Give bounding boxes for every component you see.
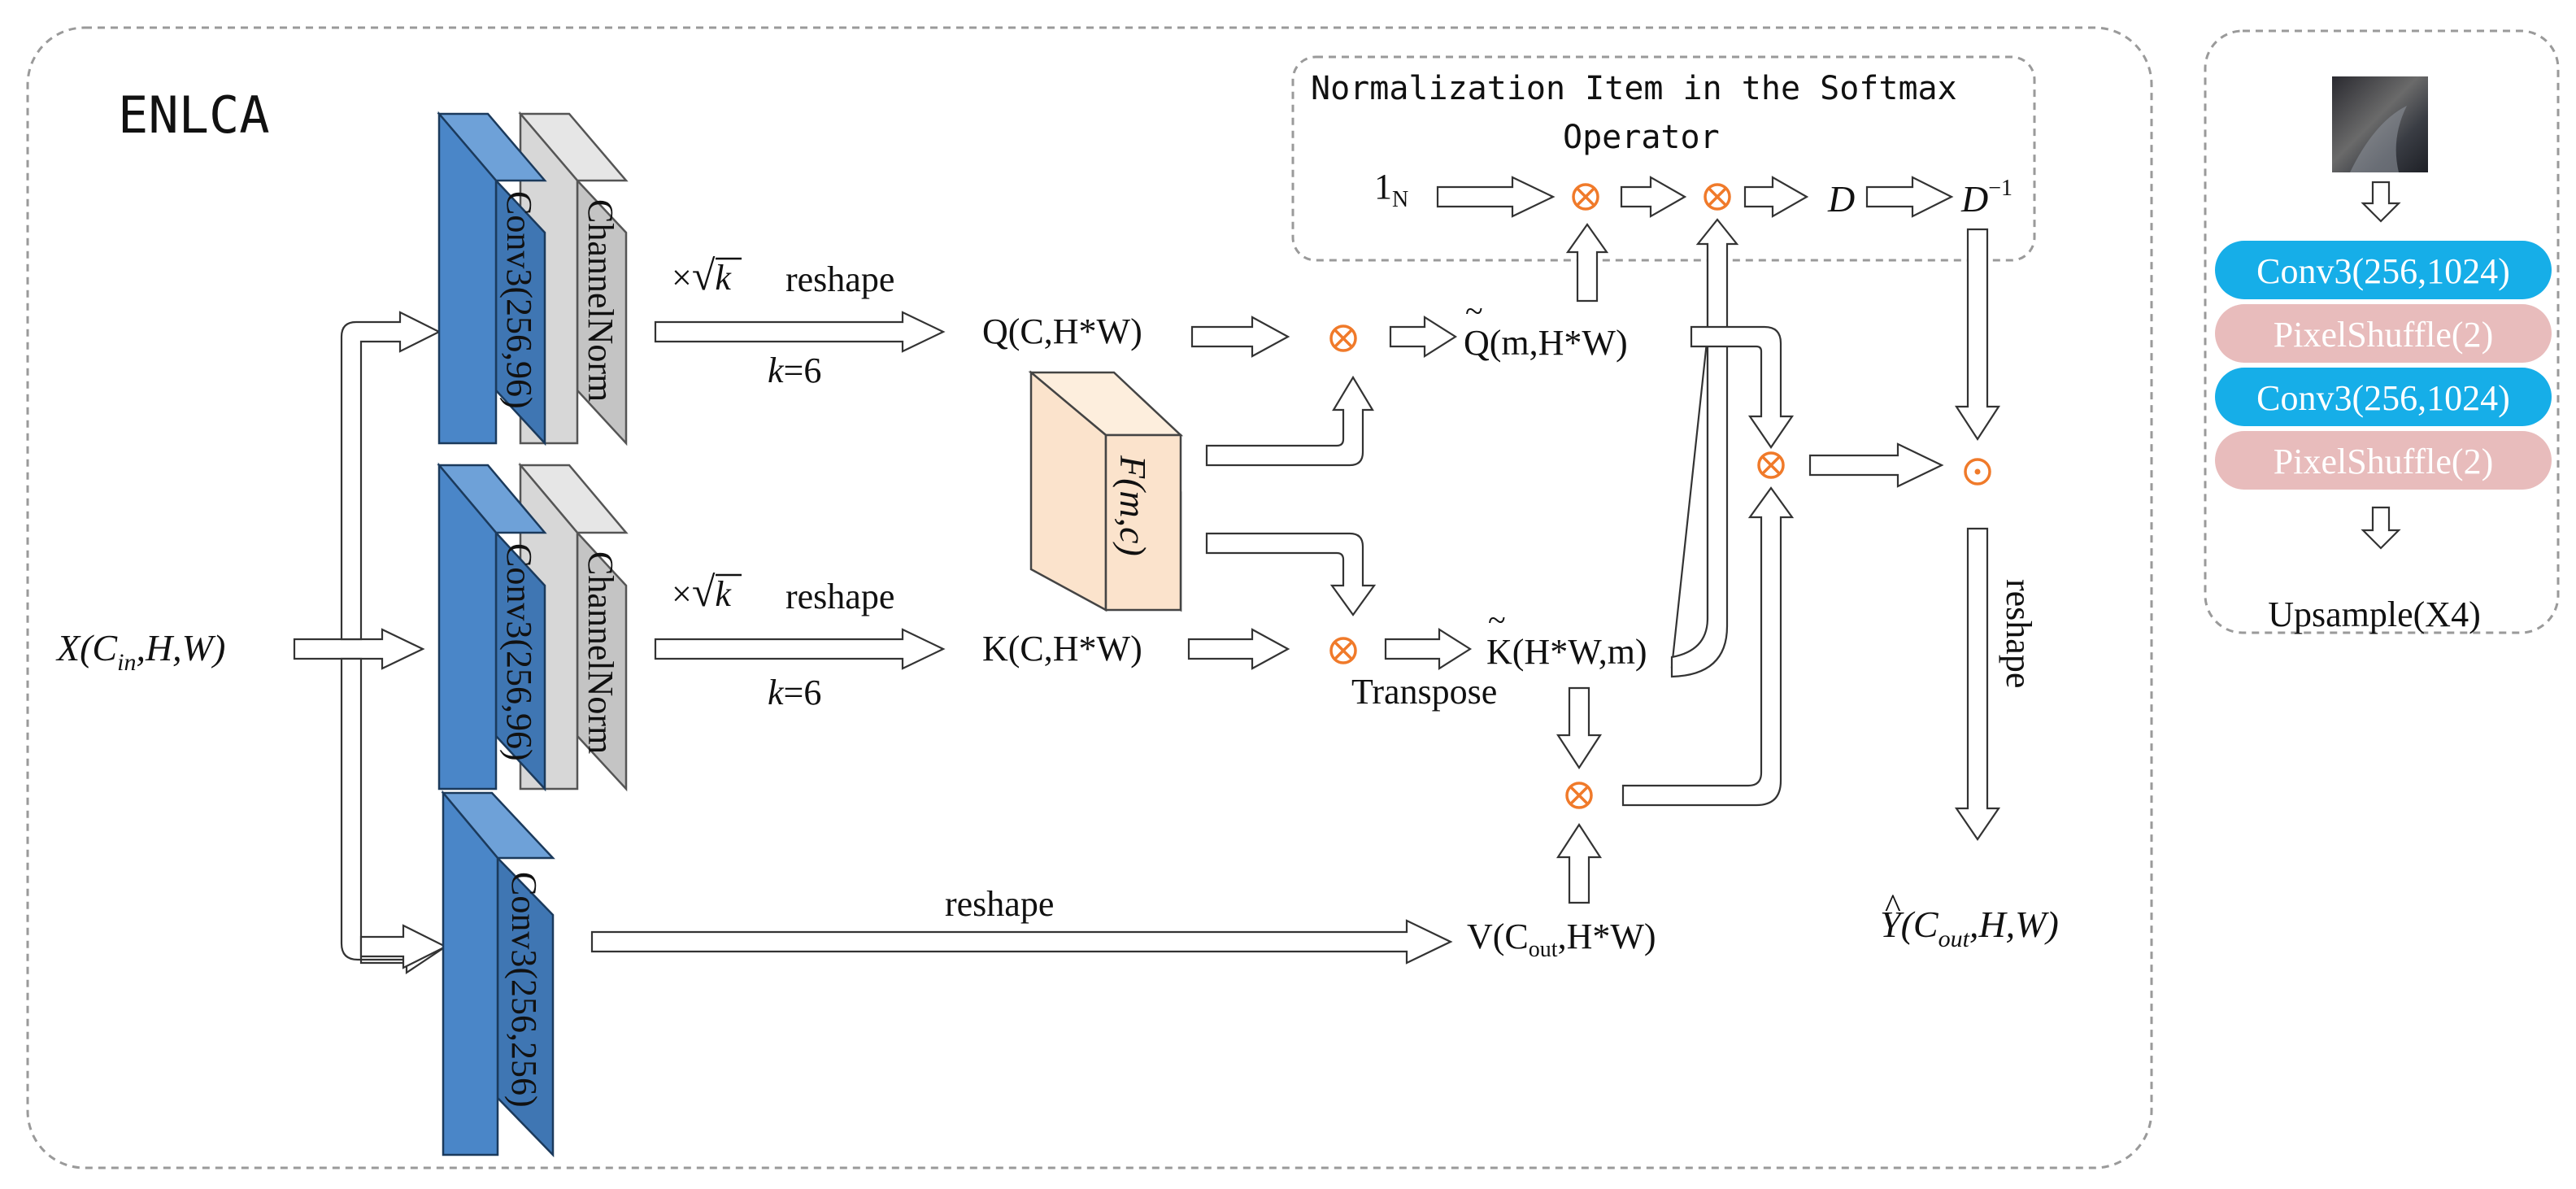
- upsample-panel: [2204, 29, 2560, 634]
- q-to-mul-arrow: [1190, 316, 1290, 358]
- v-reshape: reshape: [945, 884, 1054, 924]
- d-label: D: [1827, 178, 1855, 220]
- conv-k-block: [437, 462, 629, 792]
- ones-arrow: [1436, 176, 1556, 218]
- enlca-title: ENLCA: [118, 85, 270, 145]
- f-block: [1028, 370, 1184, 612]
- output-hat: ^: [1885, 888, 1901, 926]
- q-tilde-label: Q(m,H*W): [1464, 323, 1628, 363]
- k-label: K(C,H*W): [982, 629, 1142, 669]
- norm-mul-2: [1704, 183, 1731, 211]
- upsample-label: Upsample(X4): [2268, 594, 2481, 634]
- mul-to-k-tilde: [1384, 628, 1473, 670]
- f-label: F(m,c): [1112, 455, 1154, 556]
- mul-q-op: [1329, 324, 1357, 352]
- upsample-conv-1: [2215, 241, 2552, 299]
- k-tilde-down-arrow: [1556, 686, 1603, 770]
- input-arrow: [293, 628, 425, 670]
- mul-to-dot-arrow: [1808, 442, 1944, 488]
- k-tilde-mark: ~: [1488, 602, 1506, 638]
- upsample-shuffle-1-label: PixelShuffle(2): [2274, 315, 2494, 355]
- normalization-panel: [1291, 55, 2036, 262]
- q-tilde-down-arrow: [1690, 325, 1795, 449]
- q-reshape-arrow: [654, 311, 946, 353]
- v-label: V(Cout,H*W): [1467, 917, 1656, 962]
- upsample-shuffle-2-label: PixelShuffle(2): [2274, 442, 2494, 481]
- k-k-eq: k=6: [768, 673, 821, 712]
- conv-k-label: Conv3(256,96): [499, 543, 539, 761]
- k-reshape-arrow: [654, 628, 946, 670]
- norm-to-d-arrow: [1743, 176, 1809, 218]
- mul-k-op: [1329, 637, 1357, 664]
- v-up-arrow: [1556, 822, 1603, 904]
- q-tilde-up-arrow: [1565, 223, 1609, 303]
- enlca-panel: [26, 26, 2153, 1169]
- mul-to-q-tilde: [1389, 316, 1458, 358]
- norm-q-label: ChannelNorm: [581, 199, 620, 402]
- upsample-down-arrow: [2361, 506, 2401, 550]
- upsample-shuffle-2: [2215, 431, 2552, 490]
- kv-to-mul-arrow: [1621, 486, 1795, 807]
- upsample-shuffle-1: [2215, 304, 2552, 363]
- fork-to-conv-v: [340, 657, 446, 975]
- q-label: Q(C,H*W): [982, 311, 1142, 351]
- v-reshape-arrow: [590, 919, 1453, 965]
- upsample-conv-2-label: Conv3(256,1024): [2256, 378, 2510, 418]
- d-inv-label: D−1: [1960, 176, 2012, 220]
- k-scale: ×√k: [672, 569, 732, 616]
- upsample-conv-1-label: Conv3(256,1024): [2256, 251, 2510, 291]
- mul-kv-op: [1565, 782, 1593, 809]
- k-to-mul-arrow: [1187, 628, 1290, 670]
- dinv-down-arrow: [1954, 228, 2001, 442]
- q-k-eq: k=6: [768, 351, 821, 390]
- f-to-k-mul: [1205, 532, 1377, 616]
- norm-title-line1: Normalization Item in the Softmax: [1311, 70, 1957, 107]
- k-reshape: reshape: [785, 577, 894, 616]
- k-tilde-label: K(H*W,m): [1486, 632, 1647, 672]
- output-reshape: reshape: [1999, 579, 2039, 688]
- input-label: X(Cin,H,W): [55, 627, 225, 676]
- thumb-down-arrow: [2361, 181, 2401, 223]
- dot-to-output-arrow: [1954, 527, 2001, 841]
- d-to-dinv-arrow: [1865, 176, 1954, 218]
- upsample-conv-2: [2215, 368, 2552, 426]
- q-reshape: reshape: [785, 259, 894, 299]
- mul-main-op: [1757, 451, 1785, 479]
- image-thumbnail-icon: [2332, 76, 2428, 172]
- f-to-q-mul: [1205, 375, 1374, 467]
- ones-label: 1N: [1374, 167, 1408, 212]
- conv-q-block: [437, 111, 629, 446]
- transpose-label: Transpose: [1351, 672, 1497, 712]
- q-scale: ×√k: [672, 253, 732, 299]
- hadamard-op: [1964, 458, 1991, 486]
- fork-to-conv-v-arrow: [359, 924, 448, 969]
- norm-mul-1: [1572, 183, 1599, 211]
- conv-q-label: Conv3(256,96): [499, 191, 539, 409]
- output-label: Y(Cout,H,W): [1880, 904, 2059, 952]
- norm-k-label: ChannelNorm: [581, 551, 620, 754]
- q-tilde-mark: ~: [1465, 293, 1483, 329]
- norm-mid-arrow: [1620, 176, 1687, 218]
- conv-v-block: [441, 790, 555, 1158]
- conv-v-label: Conv3(256,256): [504, 872, 544, 1108]
- fork-to-conv-q: [340, 311, 442, 641]
- norm-title-line2: Operator: [1563, 119, 1720, 156]
